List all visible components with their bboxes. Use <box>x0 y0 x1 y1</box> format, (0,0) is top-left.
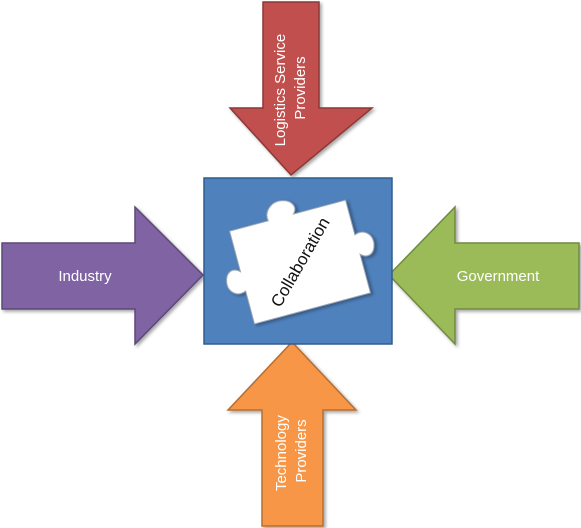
svg-text:Logistics Service Provi: Logistics Service Providers <box>272 30 309 147</box>
left-arrow: Industry <box>1 205 205 346</box>
svg-text:Technology Providers: Technology Providers <box>273 411 310 491</box>
right-arrow: Government <box>387 205 580 346</box>
top-arrow-label-line1: Logistics Service <box>272 34 289 147</box>
bottom-arrow-label-line1: Technology <box>273 415 290 491</box>
top-arrow-label-line2: Providers <box>292 56 309 119</box>
bottom-arrow: Technology Providers <box>226 340 358 527</box>
right-arrow-label: Government <box>457 268 540 285</box>
bottom-arrow-label-line2: Providers <box>293 419 310 482</box>
top-arrow: Logistics Service Providers <box>228 1 375 177</box>
puzzle-piece-icon: Collaboration <box>226 199 375 325</box>
left-arrow-label: Industry <box>58 268 112 285</box>
